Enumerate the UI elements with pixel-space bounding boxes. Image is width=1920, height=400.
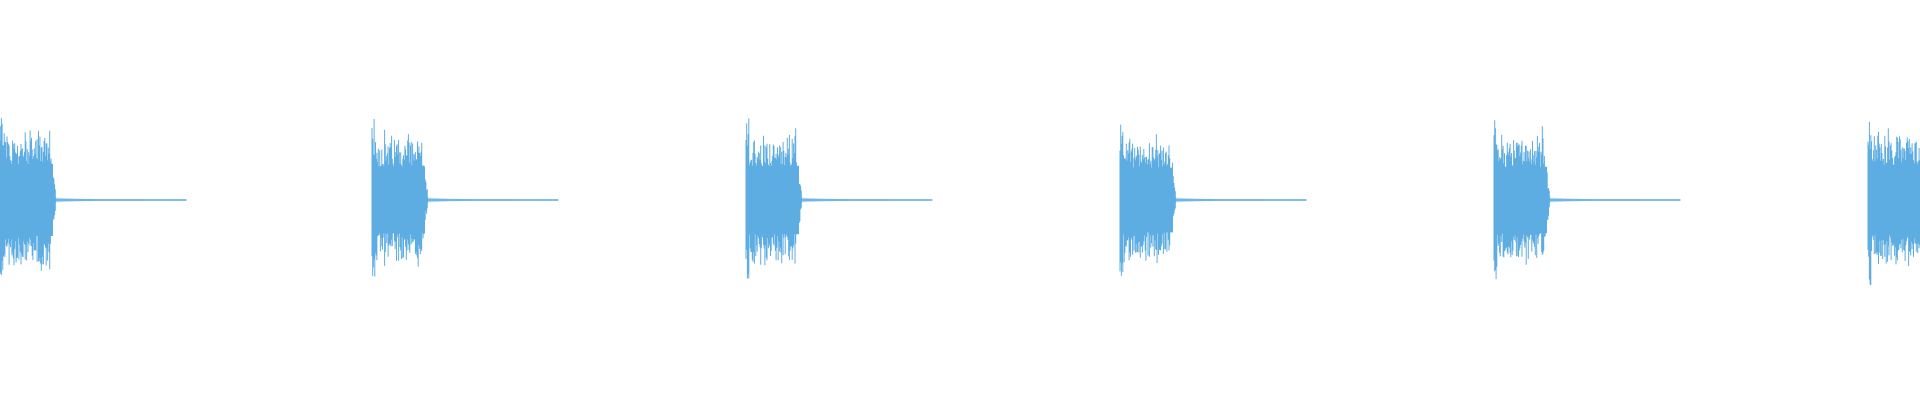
- burst-1-core: [1, 164, 53, 236]
- burst-2: [371, 119, 559, 277]
- burst-6-core: [1869, 164, 1920, 236]
- burst-5: [1493, 120, 1681, 280]
- burst-4-core: [1121, 167, 1173, 233]
- burst-4: [1119, 124, 1307, 276]
- burst-6: [1867, 121, 1920, 285]
- burst-1: [0, 118, 187, 275]
- burst-5-core: [1495, 166, 1547, 234]
- burst-3-core: [747, 165, 799, 235]
- burst-3: [745, 118, 933, 279]
- burst-2-core: [373, 166, 425, 234]
